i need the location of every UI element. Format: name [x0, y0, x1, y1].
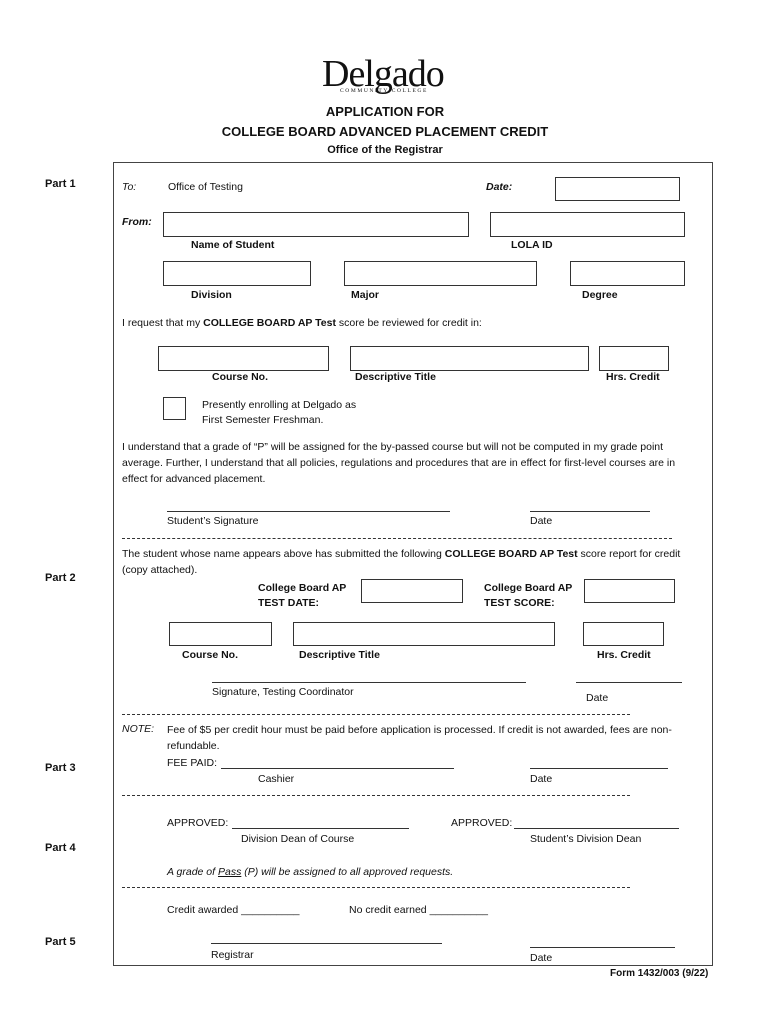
note-label: NOTE: [122, 723, 155, 735]
part2-intro: The student whose name appears above has… [122, 548, 681, 576]
student-dean-line[interactable] [514, 828, 679, 829]
p1-hrs-caption: Hrs. Credit [606, 371, 660, 383]
no-credit-field[interactable]: No credit earned __________ [349, 904, 488, 916]
division-caption: Division [191, 289, 232, 301]
request-statement: I request that my COLLEGE BOARD AP Test … [122, 317, 482, 329]
test-date-label-l2: TEST DATE: [258, 597, 320, 609]
to-label: To: [122, 181, 137, 193]
student-dean-caption: Student’s Division Dean [530, 833, 642, 845]
approved-label-2: APPROVED: [451, 817, 513, 829]
student-signature-caption: Student’s Signature [167, 515, 259, 527]
coordinator-date-caption: Date [586, 692, 609, 704]
part-5-label: Part 5 [45, 936, 76, 948]
dean-of-course-caption: Division Dean of Course [241, 833, 355, 845]
separator-1 [122, 538, 672, 539]
fee-paid-line[interactable] [221, 768, 454, 769]
part-3-label: Part 3 [45, 762, 76, 774]
date-label: Date: [486, 181, 513, 193]
p2-hrs-caption: Hrs. Credit [597, 649, 651, 661]
fee-paid-label: FEE PAID: [167, 757, 217, 769]
coordinator-date-line[interactable] [576, 682, 682, 683]
form-office: Office of the Registrar [327, 144, 443, 156]
student-signature-line[interactable] [167, 511, 450, 512]
to-value: Office of Testing [168, 181, 243, 193]
degree-caption: Degree [582, 289, 618, 301]
major-field[interactable] [344, 261, 537, 286]
understand-statement: I understand that a grade of “P” will be… [122, 441, 676, 485]
p1-hrs-field[interactable] [599, 346, 669, 371]
date-field[interactable] [555, 177, 680, 201]
student-date-line[interactable] [530, 511, 650, 512]
fee-date-line[interactable] [530, 768, 668, 769]
freshman-checkbox[interactable] [163, 397, 186, 420]
enroll-line1: Presently enrolling at Delgado as [202, 399, 357, 411]
test-score-label-l2: TEST SCORE: [484, 597, 555, 609]
degree-field[interactable] [570, 261, 685, 286]
form-title-line2: COLLEGE BOARD ADVANCED PLACEMENT CREDIT [221, 124, 549, 139]
p2-course-caption: Course No. [182, 649, 239, 661]
dean-of-course-line[interactable] [232, 828, 409, 829]
registrar-date-caption: Date [530, 952, 553, 964]
separator-2 [122, 714, 630, 715]
enroll-line2: First Semester Freshman. [202, 414, 324, 426]
cashier-caption: Cashier [258, 773, 295, 785]
p2-title-field[interactable] [293, 622, 555, 646]
p1-course-caption: Course No. [212, 371, 269, 383]
grade-pass-note: A grade of Pass (P) will be assigned to … [167, 866, 454, 878]
test-score-label-l1: College Board AP [484, 582, 573, 594]
fee-date-caption: Date [530, 773, 553, 785]
form-title-line1: APPLICATION FOR [325, 104, 445, 119]
from-label: From: [122, 216, 152, 228]
registrar-date-line[interactable] [530, 947, 675, 948]
p2-course-field[interactable] [169, 622, 272, 646]
credit-awarded-field[interactable]: Credit awarded __________ [167, 904, 300, 916]
form-number: Form 1432/003 (9/22) [610, 968, 709, 979]
form-frame [113, 162, 713, 966]
separator-4 [122, 887, 630, 888]
test-date-field[interactable] [361, 579, 463, 603]
coordinator-signature-caption: Signature, Testing Coordinator [212, 686, 354, 698]
part-4-label: Part 4 [45, 842, 76, 854]
logo-subtext: COMMUNITY COLLEGE [340, 88, 428, 94]
delgado-logo: Delgado COMMUNITY COLLEGE [300, 52, 470, 96]
lola-id-field[interactable] [490, 212, 685, 237]
p1-course-field[interactable] [158, 346, 329, 371]
separator-3 [122, 795, 630, 796]
coordinator-signature-line[interactable] [212, 682, 526, 683]
student-date-caption: Date [530, 515, 553, 527]
major-caption: Major [351, 289, 380, 301]
registrar-caption: Registrar [211, 949, 254, 961]
lola-id-caption: LOLA ID [511, 239, 553, 251]
division-field[interactable] [163, 261, 311, 286]
test-score-field[interactable] [584, 579, 675, 603]
approved-label-1: APPROVED: [167, 817, 229, 829]
part-1-label: Part 1 [45, 178, 76, 190]
part-2-label: Part 2 [45, 572, 76, 584]
test-date-label-l1: College Board AP [258, 582, 347, 594]
name-of-student-caption: Name of Student [191, 239, 275, 251]
note-text: Fee of $5 per credit hour must be paid b… [167, 724, 672, 752]
logo-wordmark: Delgado [322, 53, 445, 95]
student-name-field[interactable] [163, 212, 469, 237]
p1-title-field[interactable] [350, 346, 589, 371]
p1-title-caption: Descriptive Title [355, 371, 436, 383]
p2-hrs-field[interactable] [583, 622, 664, 646]
p2-title-caption: Descriptive Title [299, 649, 380, 661]
registrar-signature-line[interactable] [211, 943, 442, 944]
